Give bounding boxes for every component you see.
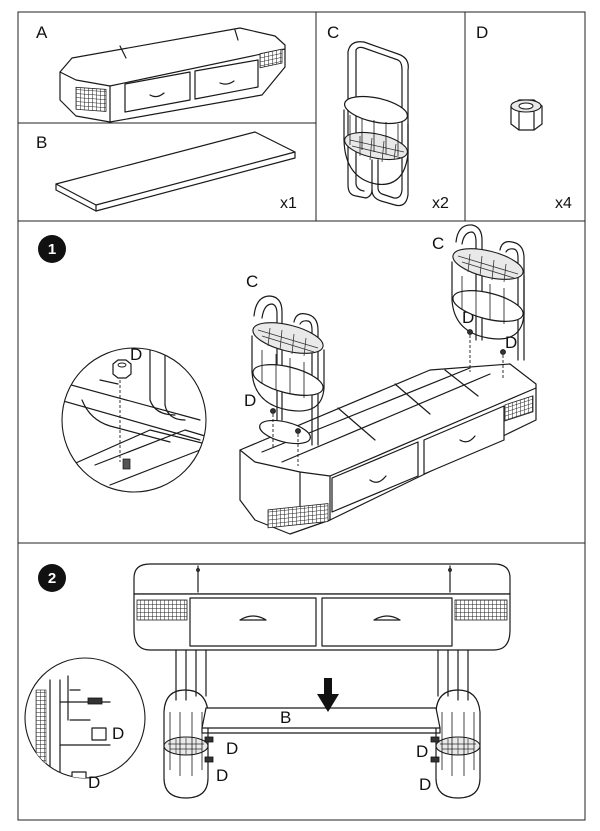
step-1-left-rack xyxy=(251,295,325,466)
part-b-panel: B x1 xyxy=(36,131,297,212)
step-2-left-leg xyxy=(163,649,214,799)
step-2-d-label-1: D xyxy=(226,739,238,758)
step-1-badge xyxy=(38,235,66,263)
step-2-number: 2 xyxy=(48,570,56,587)
sheet-border xyxy=(17,11,586,821)
step-2-right-leg xyxy=(430,649,481,799)
step-1-d-label-4: D xyxy=(505,333,517,352)
step-2-d-label-4: D xyxy=(419,775,431,794)
part-c-quantity: x2 xyxy=(432,195,449,212)
part-c-label: C xyxy=(327,23,339,42)
step-2-console-top xyxy=(133,563,511,651)
part-d-label: D xyxy=(476,23,488,42)
step-2-badge xyxy=(38,564,66,592)
step-2-shelf-board xyxy=(201,707,441,734)
part-b-shelf-board xyxy=(55,131,296,212)
part-d-nut xyxy=(510,99,543,131)
step-1-number: 1 xyxy=(48,241,56,258)
part-b-label: B xyxy=(36,133,47,152)
part-d-panel: D x4 xyxy=(476,23,572,212)
step-2-d-label-3: D xyxy=(416,742,428,761)
step-2-detail-d-label-1: D xyxy=(112,724,124,743)
part-c-panel: C x2 xyxy=(327,23,449,212)
step-2-down-arrow xyxy=(317,678,339,712)
step-1-c-right-label: C xyxy=(432,234,444,253)
step-1-detail-view: D xyxy=(61,345,207,493)
part-c-rack-frame xyxy=(343,41,409,207)
step-2-detail-view: D D xyxy=(24,657,146,792)
step-1-right-rack xyxy=(451,224,525,380)
step-1-console-base xyxy=(239,363,537,535)
step-2-d-label-2: D xyxy=(216,766,228,785)
step-1-c-left-label: C xyxy=(246,272,258,291)
part-d-quantity: x4 xyxy=(555,195,572,212)
part-b-quantity: x1 xyxy=(280,195,297,212)
part-a-label: A xyxy=(36,23,48,42)
step-2-panel: 2 xyxy=(24,563,511,799)
step-2-detail-d-label-2: D xyxy=(88,773,100,792)
step-1-detail-d-label: D xyxy=(130,345,142,364)
part-a-panel: A xyxy=(36,23,286,123)
step-1-panel: 1 D C C A D D D D xyxy=(38,224,537,535)
step-1-d-label-1: D xyxy=(244,391,256,410)
step-2-b-label: B xyxy=(280,708,291,727)
part-a-console-base xyxy=(59,27,286,123)
